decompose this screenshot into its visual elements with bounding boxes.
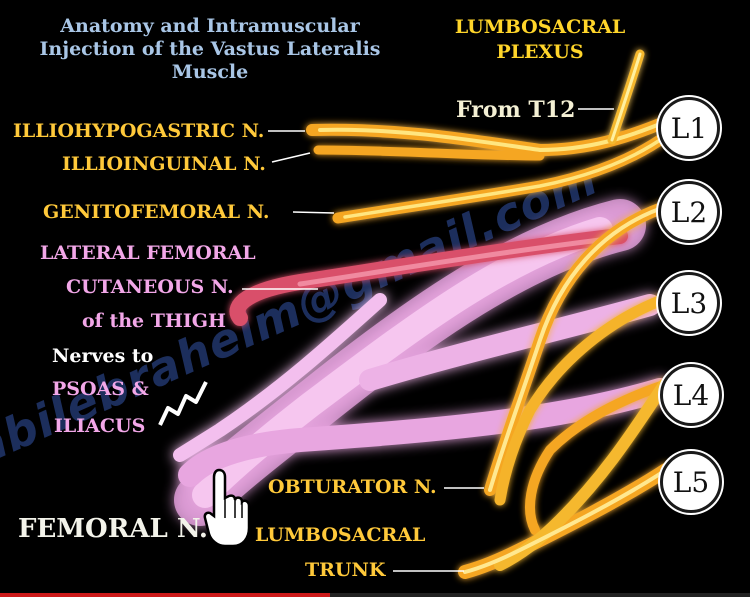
lateral-femoral-label-line-3: of the THIGH <box>82 310 226 332</box>
femoral-label: FEMORAL N. <box>18 514 208 544</box>
leader-lines <box>242 108 614 572</box>
plexus-line-2: PLEXUS <box>496 40 584 63</box>
lumbosacral-trunk-label-line-2: TRUNK <box>305 559 386 581</box>
plexus-heading: LUMBOSACRAL PLEXUS <box>425 15 655 64</box>
iliacus-label: ILIACUS <box>54 415 146 437</box>
ilioinguinal-label: ILLIOINGUINAL N. <box>62 153 266 175</box>
hand-pointer-icon <box>203 468 251 548</box>
title-line-2: Injection of the Vastus Lateralis <box>39 38 381 61</box>
nerves-to-label: Nerves to <box>52 345 154 367</box>
diagram-title: Anatomy and Intramuscular Injection of t… <box>25 15 395 85</box>
from-t12-label: From T12 <box>456 97 576 123</box>
root-badge-l5: L5 <box>660 451 722 513</box>
lateral-femoral-highlight <box>297 237 603 287</box>
obturator-label: OBTURATOR N. <box>268 476 437 498</box>
lumbosacral-trunk-label-line-1: LUMBOSACRAL <box>255 524 426 546</box>
root-badge-l2: L2 <box>658 181 720 243</box>
plexus-line-1: LUMBOSACRAL <box>454 16 626 38</box>
psoas-label: PSOAS & <box>52 378 149 400</box>
iliohypogastric-label: ILLIOHYPOGASTRIC N. <box>13 120 265 142</box>
title-line-3: Muscle <box>171 61 249 84</box>
genitofemoral-nerve <box>332 134 666 224</box>
leader-ilioinguinal <box>271 152 311 163</box>
root-badge-l3: L3 <box>658 272 720 334</box>
obturator-and-trunk-nerves <box>458 202 673 579</box>
lateral-femoral-label-line-1: LATERAL FEMORAL <box>40 242 256 264</box>
genitofemoral-label: GENITOFEMORAL N. <box>43 201 270 223</box>
root-badge-l4: L4 <box>660 364 722 426</box>
iliohypogastric-ilioinguinal-nerves <box>306 49 666 161</box>
video-progress-fill <box>0 593 330 597</box>
psoas-iliacus-bracket <box>158 381 208 426</box>
leader-genitofemoral <box>292 211 335 214</box>
root-badge-l1: L1 <box>658 97 720 159</box>
video-progress-bar[interactable] <box>0 593 750 597</box>
lateral-femoral-label-line-2: CUTANEOUS N. <box>66 276 234 298</box>
title-line-1: Anatomy and Intramuscular <box>60 15 360 37</box>
